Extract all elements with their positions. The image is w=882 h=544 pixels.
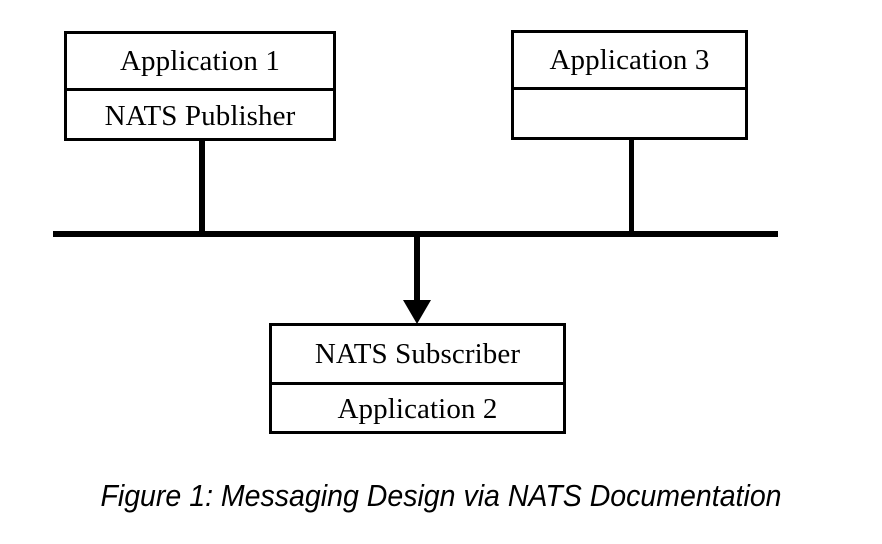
connector-application-3-to-bus	[629, 139, 634, 235]
node-application-2: NATS Subscriber Application 2	[269, 323, 566, 434]
arrow-down-icon	[403, 300, 431, 324]
node-application-3: Application 3	[511, 30, 748, 140]
node-application-3-role	[514, 87, 745, 140]
node-application-1-title: Application 1	[120, 44, 280, 77]
figure-caption: Figure 1: Messaging Design via NATS Docu…	[100, 478, 782, 513]
node-application-1: Application 1 NATS Publisher	[64, 31, 336, 141]
message-bus-line	[53, 231, 778, 237]
connector-bus-to-subscriber-stem	[414, 236, 420, 302]
node-application-3-title: Application 3	[549, 43, 710, 76]
node-application-1-role: NATS Publisher	[67, 88, 333, 141]
node-application-2-title: Application 2	[272, 382, 563, 434]
node-application-2-role: NATS Subscriber	[314, 337, 521, 370]
connector-publisher-to-bus	[199, 140, 205, 235]
